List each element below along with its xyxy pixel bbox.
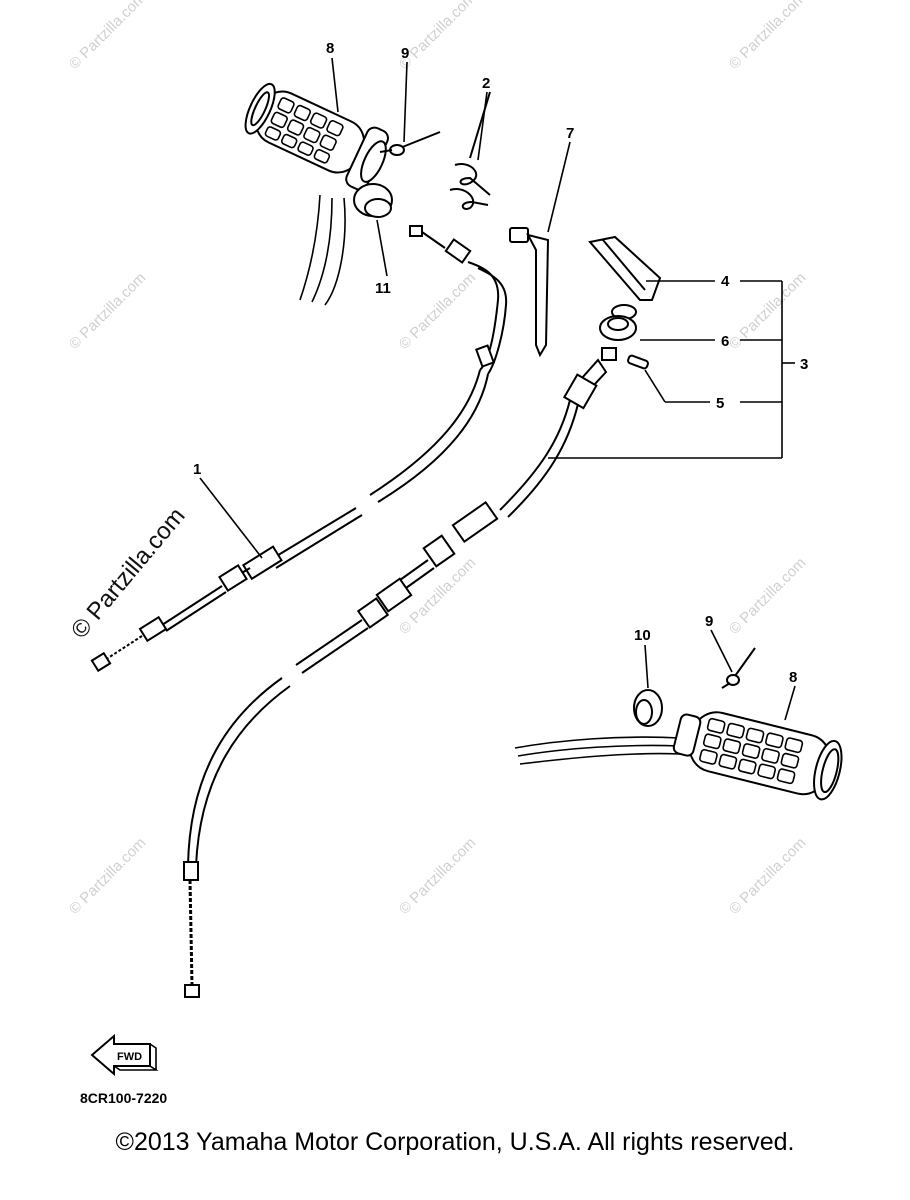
callout-9-bottom: 9 — [705, 613, 713, 630]
callout-4: 4 — [721, 273, 730, 290]
watermark-grid: © Partzilla.com © Partzilla.com © Partzi… — [66, 0, 809, 918]
ring-10 — [633, 689, 663, 727]
pin-5 — [627, 354, 649, 370]
clip-2 — [449, 91, 491, 210]
watermark-text: © Partzilla.com — [726, 0, 809, 73]
cable-1 — [90, 225, 508, 673]
watermark-text: © Partzilla.com — [66, 0, 149, 73]
cable-3 — [183, 347, 617, 998]
grip-left — [244, 82, 389, 306]
ring-11 — [353, 183, 393, 218]
callout-labels: 8 9 2 7 11 4 6 5 3 1 10 9 8 — [193, 40, 808, 686]
watermark-text: © Partzilla.com — [66, 834, 149, 917]
callout-8-bottom: 8 — [789, 669, 797, 686]
callout-7: 7 — [566, 125, 574, 142]
leader-lines — [199, 57, 796, 721]
tie-strap-7 — [509, 227, 550, 358]
callout-3: 3 — [800, 356, 808, 373]
callout-5: 5 — [716, 395, 724, 412]
callout-9-top: 9 — [401, 45, 409, 62]
watermark-text: © Partzilla.com — [726, 834, 809, 917]
watermark-text: © Partzilla.com — [66, 269, 149, 352]
watermark-text: © Partzilla.com — [726, 554, 809, 637]
callout-1: 1 — [193, 461, 201, 478]
watermark-main: © Partzilla.com — [66, 503, 191, 644]
pin-bottom — [721, 647, 756, 689]
watermark-text: © Partzilla.com — [396, 269, 479, 352]
grip-right — [514, 711, 843, 801]
collar-6 — [599, 315, 637, 341]
callout-6: 6 — [721, 333, 729, 350]
diagram-code: 8CR100-7220 — [80, 1090, 167, 1106]
copyright-notice: ©2013 Yamaha Motor Corporation, U.S.A. A… — [115, 1128, 795, 1156]
callout-11: 11 — [375, 280, 391, 297]
callout-10: 10 — [634, 627, 651, 644]
callout-8-top: 8 — [326, 40, 334, 57]
callout-2: 2 — [482, 75, 490, 92]
throttle-lever-4 — [588, 235, 662, 301]
watermark-text: © Partzilla.com — [396, 834, 479, 917]
fwd-label: FWD — [117, 1051, 142, 1063]
pin-top — [379, 131, 441, 156]
fwd-arrow-icon: FWD — [90, 1033, 159, 1077]
